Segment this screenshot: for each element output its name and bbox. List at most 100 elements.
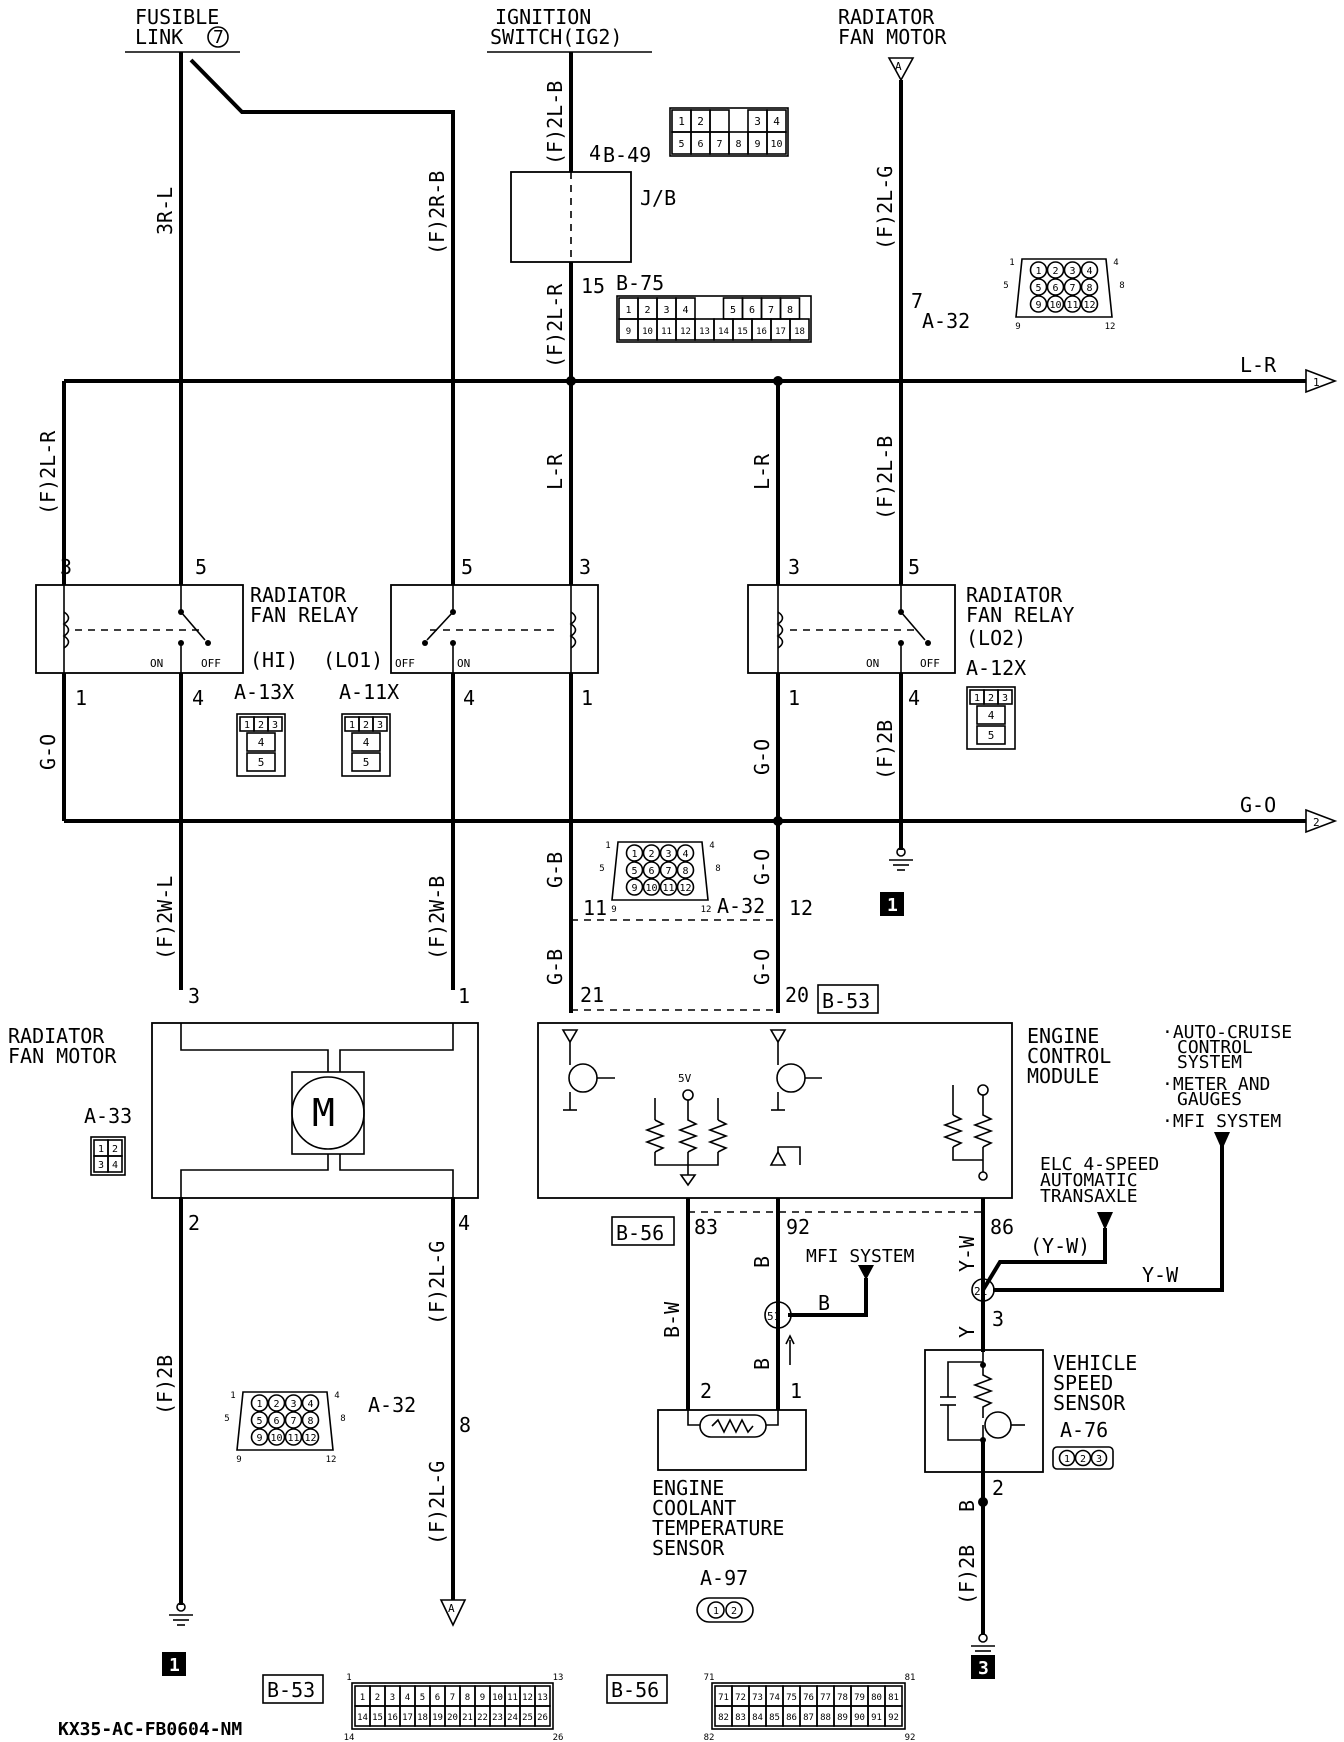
ecm-title-3: MODULE bbox=[1027, 1064, 1099, 1088]
connector-pin bbox=[707, 1601, 725, 1619]
connector-pin-label: 4 bbox=[334, 1391, 339, 1401]
vss-title-2: SPEED bbox=[1053, 1371, 1113, 1395]
systems-list-6: ·MFI SYSTEM bbox=[1162, 1111, 1281, 1132]
relay-lo2-pin-1: 1 bbox=[788, 686, 800, 710]
connector-pin-label: 15 bbox=[372, 1713, 383, 1723]
a32-bottom: A-32 8 A bbox=[368, 1393, 471, 1627]
connector-cell bbox=[884, 1705, 903, 1727]
connector-pin bbox=[659, 861, 678, 879]
ect-pin-2: 2 bbox=[700, 1379, 712, 1403]
relay-lo2-title-1: RADIATOR bbox=[966, 583, 1063, 607]
connector-pin-label: 3 bbox=[1002, 693, 1008, 704]
connector-pin-label: 7 bbox=[450, 1693, 455, 1703]
connector-pin-label: 85 bbox=[769, 1713, 780, 1723]
wire-yw-elc bbox=[981, 1228, 1107, 1292]
transistor-icon bbox=[776, 1063, 806, 1093]
connector-pin-label: 12 bbox=[304, 1433, 316, 1444]
connector-cell bbox=[107, 1155, 123, 1173]
thermistor-icon bbox=[699, 1414, 767, 1438]
radiator-fan-motor: M 3 1 2 4 RADIATOR FAN MOTOR A-33 bbox=[8, 984, 479, 1235]
relay-coil-icon bbox=[569, 611, 577, 649]
connector-pin-label: 4 bbox=[258, 736, 265, 749]
fusible-link-text-1: FUSIBLE bbox=[135, 5, 219, 29]
connector-pin-label: 92 bbox=[905, 1733, 916, 1742]
connector-pin-label: 1 bbox=[230, 1391, 235, 1401]
relay-lo2-pin-4: 4 bbox=[908, 686, 920, 710]
connector-cell bbox=[351, 752, 381, 772]
connector-pin bbox=[625, 844, 644, 862]
connector-pin-label: 10 bbox=[492, 1693, 503, 1703]
connector-pin-label: 4 bbox=[682, 849, 688, 860]
connector-pin-label: 4 bbox=[405, 1693, 410, 1703]
junction-dot bbox=[773, 376, 783, 386]
connector-pin-label: 6 bbox=[435, 1693, 440, 1703]
wire-label: (F)2B bbox=[153, 1355, 177, 1415]
ect-title-3: TEMPERATURE bbox=[652, 1516, 784, 1540]
connector-pin bbox=[1080, 261, 1099, 279]
connector-pin-label: 1 bbox=[360, 1693, 365, 1703]
connector-pin-label: 3 bbox=[663, 305, 669, 316]
a33-label: A-33 bbox=[84, 1104, 132, 1128]
connector-pin-label: 3 bbox=[290, 1399, 296, 1410]
wire-label: L-R bbox=[750, 453, 774, 490]
junction-dots bbox=[566, 376, 988, 1507]
connector-pin-label: 6 bbox=[1052, 283, 1058, 294]
connector-pin-label: 26 bbox=[537, 1713, 548, 1723]
connector-pin-label: 89 bbox=[837, 1713, 848, 1723]
wire-label: G-O bbox=[750, 849, 774, 885]
connector-cell bbox=[534, 1705, 551, 1727]
transistor-icon bbox=[568, 1063, 598, 1093]
connector-pin-label: 82 bbox=[718, 1713, 729, 1723]
connector-pin bbox=[284, 1411, 303, 1429]
transistor-icon bbox=[984, 1411, 1012, 1439]
connector-pin-label: 19 bbox=[432, 1713, 443, 1723]
connector-cell bbox=[976, 725, 1006, 745]
splice-51 bbox=[764, 1301, 792, 1329]
connector-pin-label: 90 bbox=[854, 1713, 865, 1723]
relay-lo2: 3 5 1 4 ON OFF RADIATOR FAN RELAY (LO2) … bbox=[747, 555, 1074, 710]
a13x-label: A-13X bbox=[234, 680, 294, 704]
connector-cell bbox=[246, 732, 276, 752]
connector-pin bbox=[1029, 261, 1048, 279]
mfi-system-label: MFI SYSTEM bbox=[806, 1246, 915, 1267]
connector-pin-label: 1 bbox=[98, 1144, 104, 1155]
connector-pin-label: 21 bbox=[462, 1713, 473, 1723]
resistor-icon bbox=[677, 1100, 699, 1153]
connector-housing bbox=[236, 1391, 334, 1451]
connector-pin-label: 4 bbox=[363, 736, 370, 749]
ground-icon bbox=[896, 847, 906, 857]
b53-label: B-53 bbox=[822, 989, 870, 1013]
connector-pin-label: 4 bbox=[682, 305, 688, 316]
connector-pin-label: 11 bbox=[661, 327, 672, 337]
connector-housing bbox=[351, 1682, 554, 1730]
connector-pin-label: 9 bbox=[611, 905, 616, 915]
fusible-link-number-circle bbox=[207, 26, 229, 48]
connector-pin bbox=[642, 861, 661, 879]
connector-cell bbox=[372, 716, 388, 732]
wire-label: Y-W bbox=[1142, 1263, 1179, 1287]
relay-lo2-pin-5: 5 bbox=[908, 555, 920, 579]
connector-pin-label: 1 bbox=[1035, 266, 1041, 277]
connector-pin-label: 5 bbox=[678, 139, 684, 150]
b56-label: B-56 bbox=[616, 1221, 664, 1245]
relay-lo1-on: ON bbox=[457, 657, 470, 670]
connector-pin-label: 91 bbox=[871, 1713, 882, 1723]
connector-pin-label: 5 bbox=[1003, 281, 1008, 291]
connector-pin-label: 3 bbox=[272, 720, 278, 731]
wire-label: G-O bbox=[750, 739, 774, 775]
connector-pin-label: 12 bbox=[679, 883, 691, 894]
connector-a-bottom-text: A bbox=[448, 1602, 455, 1615]
connector-pin-label: 12 bbox=[326, 1455, 337, 1465]
connector-pin-label: 9 bbox=[236, 1455, 241, 1465]
relay-lo2-sub: (LO2) bbox=[966, 626, 1026, 650]
connector-pin-label: 5 bbox=[1035, 283, 1041, 294]
footer-code: KX35-AC-FB0604-NM bbox=[58, 1719, 242, 1740]
relay-lo2-off: OFF bbox=[920, 657, 940, 670]
wire-label: G-O bbox=[36, 734, 60, 770]
connector-pin-label: 1 bbox=[974, 693, 980, 704]
relay-lo1-sub: (LO1) bbox=[323, 648, 383, 672]
connector-pin-label: 11 bbox=[1066, 300, 1078, 311]
